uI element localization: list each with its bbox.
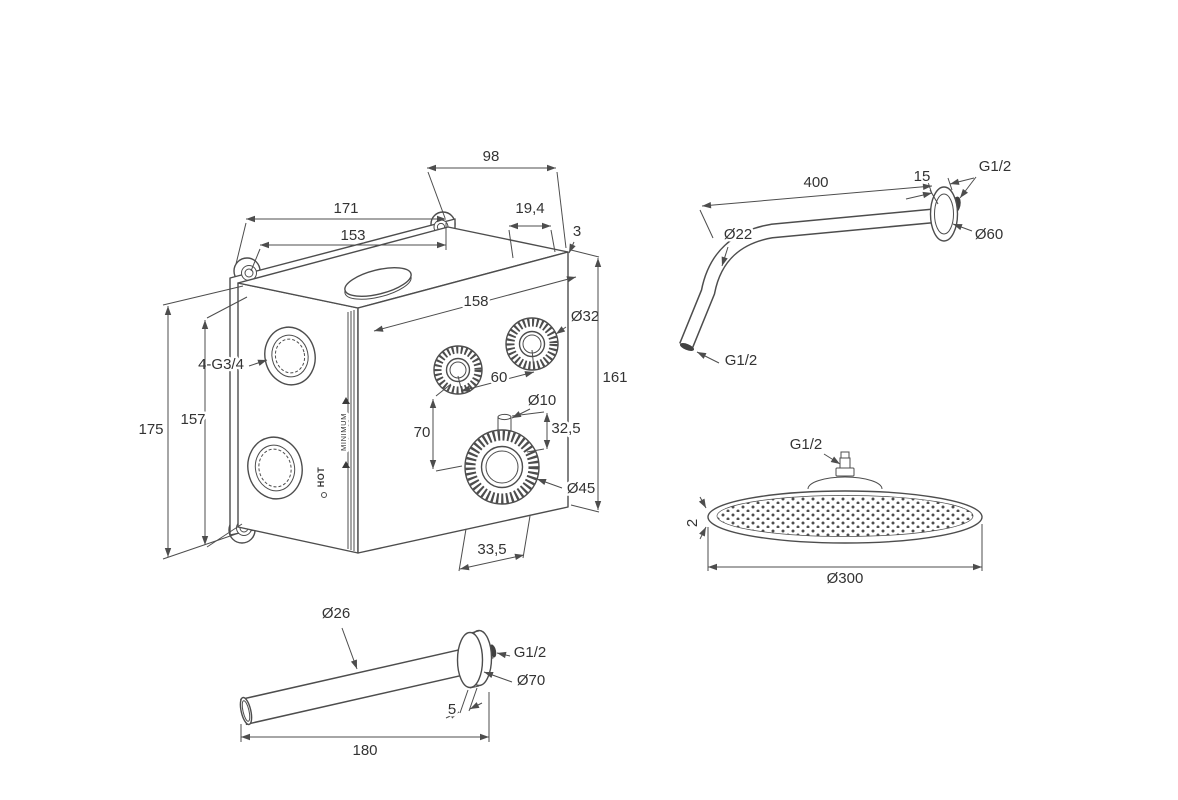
dim-tube-dia-22: Ø22 (721, 224, 755, 267)
dim-height-175: 175 (136, 285, 244, 560)
dim-spout-flange-thickness-5: 5 (445, 687, 483, 721)
dim-spout-thread-g12: G1/2 (496, 642, 549, 664)
svg-text:171: 171 (333, 200, 358, 217)
shower-arm-view: 400 15 G1/2 Ø60 Ø22 G1/2 (679, 156, 1014, 372)
gasket-stack (347, 310, 355, 551)
svg-text:60: 60 (491, 369, 508, 386)
dim-head-thread-g12: G1/2 (787, 434, 841, 465)
dim-stub-offset-32-5: 32,5 (511, 411, 583, 453)
dim-spout-flange-dia-70: Ø70 (483, 670, 548, 692)
svg-text:4-G3/4: 4-G3/4 (198, 356, 244, 373)
dim-width-153: 153 (250, 225, 446, 272)
svg-text:32,5: 32,5 (551, 420, 580, 437)
pipe-fitting-lower (247, 436, 303, 500)
nozzle-face (716, 495, 974, 537)
knob-small-left (433, 345, 483, 395)
dim-connections-g34: 4-G3/4 (196, 354, 268, 376)
svg-text:157: 157 (180, 411, 205, 428)
minimum-arrow-icon (342, 461, 350, 468)
svg-text:G1/2: G1/2 (514, 644, 547, 661)
svg-text:2: 2 (684, 519, 701, 527)
connector-fitting (835, 451, 855, 477)
dim-flange-dia-60: Ø60 (952, 224, 1006, 246)
svg-text:G1/2: G1/2 (790, 436, 823, 453)
svg-text:400: 400 (803, 174, 828, 191)
svg-text:158: 158 (463, 293, 488, 310)
svg-text:3: 3 (573, 223, 581, 240)
svg-text:70: 70 (414, 424, 431, 441)
svg-text:Ø45: Ø45 (567, 480, 595, 497)
dim-knob-spacing-60: 60 (457, 349, 535, 392)
svg-text:Ø300: Ø300 (827, 570, 864, 587)
svg-text:G1/2: G1/2 (725, 352, 758, 369)
dim-knob-drop-70: 70 (411, 383, 463, 472)
dim-offset-19-4: 19,4 (508, 198, 556, 259)
svg-text:Ø70: Ø70 (517, 672, 545, 689)
svg-text:5: 5 (448, 701, 456, 718)
dim-arm-length-400: 400 (699, 172, 939, 239)
dim-head-dia-300: Ø300 (707, 524, 983, 590)
hot-indicator-icon (321, 492, 327, 498)
minimum-marking: MINIMUM (339, 413, 348, 451)
svg-text:98: 98 (483, 148, 500, 165)
svg-text:180: 180 (352, 742, 377, 759)
knob-small-right (505, 317, 559, 371)
svg-text:175: 175 (138, 421, 163, 438)
hot-marking: HOT (316, 467, 326, 488)
svg-text:161: 161 (602, 369, 627, 386)
dim-spout-length-180: 180 (240, 692, 490, 762)
arm-open-end (679, 343, 695, 351)
svg-text:Ø26: Ø26 (322, 605, 350, 622)
dim-thread-end-g12: G1/2 (696, 350, 760, 372)
spout-flange (456, 629, 493, 689)
svg-text:Ø60: Ø60 (975, 226, 1003, 243)
dim-stub-dia-10: Ø10 (511, 390, 559, 419)
valve-box-view: HOT MINIMUM 98 171 153 19,4 3 (136, 146, 630, 572)
svg-text:15: 15 (914, 168, 931, 185)
dim-width-171: 171 (235, 198, 447, 265)
dim-thread-wall-g12: G1/2 (959, 156, 1014, 199)
svg-text:Ø22: Ø22 (724, 226, 752, 243)
dim-face-height-161: 161 (570, 249, 630, 513)
spout-tube (240, 648, 475, 724)
pipe-fitting-upper (264, 326, 316, 386)
svg-text:153: 153 (340, 227, 365, 244)
dim-bottom-offset-33-5: 33,5 (458, 515, 531, 572)
dim-spout-dia-26: Ø26 (319, 603, 358, 670)
dim-height-157: 157 (178, 296, 248, 548)
svg-text:33,5: 33,5 (477, 541, 506, 558)
wall-flange (929, 186, 959, 242)
svg-text:Ø32: Ø32 (571, 308, 599, 325)
dim-knob-dia-32: Ø32 (555, 306, 602, 335)
stub-connector (497, 413, 512, 432)
arm-tube (680, 210, 933, 349)
spout-view: Ø26 G1/2 Ø70 5 180 (239, 603, 549, 762)
dim-big-knob-dia-45: Ø45 (536, 478, 598, 500)
knob-large (464, 429, 540, 505)
dim-head-thickness-2: 2 (682, 496, 707, 540)
center-boss (807, 476, 883, 490)
shower-head-view: G1/2 2 Ø300 (682, 434, 983, 590)
dim-flange-depth-15: 15 (905, 166, 975, 200)
dim-gasket-3: 3 (568, 221, 584, 254)
svg-text:19,4: 19,4 (515, 200, 544, 217)
dim-face-width-158: 158 (373, 276, 577, 332)
spout-tip (239, 696, 253, 726)
svg-text:G1/2: G1/2 (979, 158, 1012, 175)
dim-depth-98: 98 (427, 146, 567, 249)
svg-text:Ø10: Ø10 (528, 392, 556, 409)
minimum-arrow-icon (342, 397, 350, 404)
